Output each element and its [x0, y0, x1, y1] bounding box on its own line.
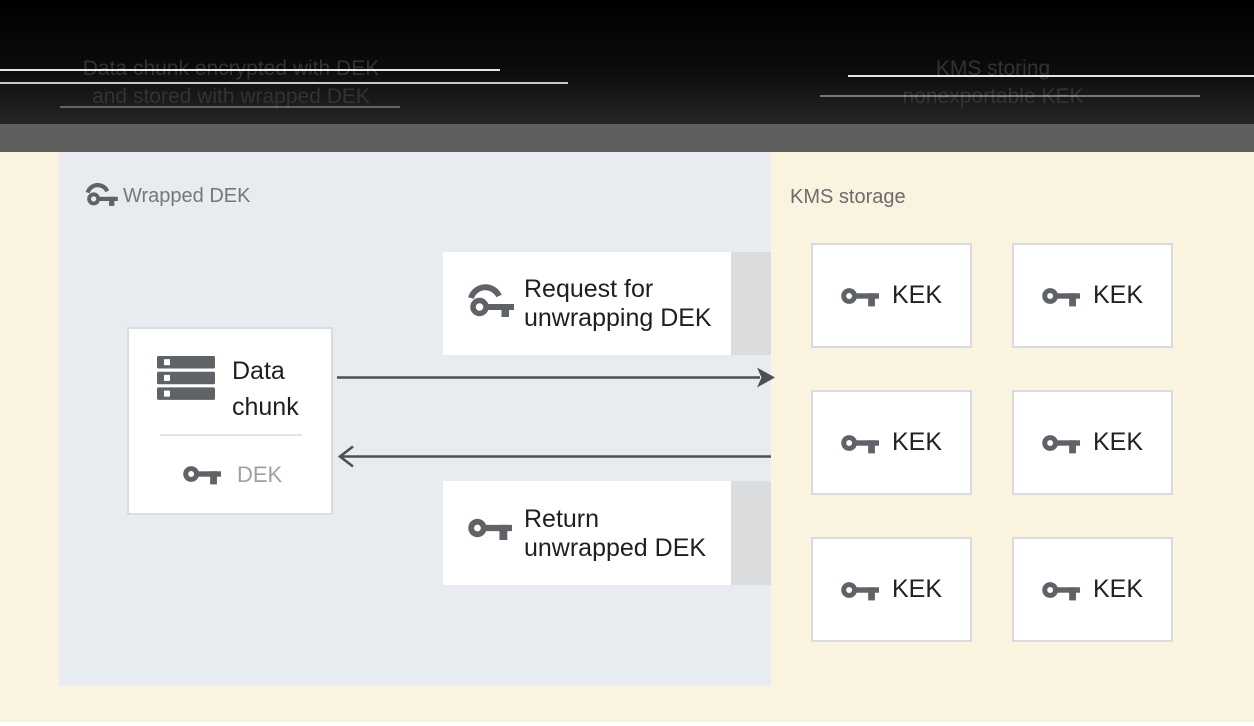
card-divider — [160, 434, 302, 436]
key-icon — [841, 285, 879, 307]
data-chunk-title: Data chunk — [232, 353, 299, 425]
return-card-line: Return — [524, 505, 600, 533]
kek-card: KEK — [811, 390, 972, 495]
caption-line: Data chunk encrypted with DEK — [82, 57, 380, 80]
request-card-line: Request for — [524, 275, 654, 303]
request-card-text: Request for unwrapping DEK — [524, 275, 712, 333]
request-unwrap-card: Request for unwrapping DEK — [443, 252, 731, 355]
caption-line: nonexportable KEK — [902, 85, 1084, 108]
data-chunk-card: Data chunk DEK — [127, 327, 333, 515]
return-card-line: unwrapped DEK — [524, 534, 707, 562]
artifact-line — [848, 75, 1254, 77]
header-bar: Data chunk encrypted with DEK and stored… — [0, 0, 1254, 124]
key-icon — [183, 463, 221, 485]
artifact-line — [820, 95, 1200, 97]
key-icon — [1042, 432, 1080, 454]
caption-data-chunk: Data chunk encrypted with DEK and stored… — [31, 55, 431, 111]
data-chunk-title-line: Data — [232, 357, 285, 385]
caption-line: and stored with wrapped DEK — [92, 85, 370, 108]
divider-bar — [0, 124, 1254, 152]
caption-line: KMS storing — [935, 57, 1051, 80]
kek-label: KEK — [891, 428, 943, 456]
bottom-edge-strip — [0, 722, 1254, 726]
artifact-line — [60, 106, 400, 108]
kek-card: KEK — [1012, 537, 1173, 642]
artifact-line — [0, 69, 500, 71]
data-chunk-title-line: chunk — [232, 393, 299, 421]
storage-icon — [157, 356, 215, 400]
key-icon — [1042, 579, 1080, 601]
kek-label: KEK — [891, 281, 943, 309]
return-card-side-tab — [731, 481, 771, 585]
kek-label: KEK — [1092, 428, 1144, 456]
caption-kms: KMS storing nonexportable KEK — [793, 55, 1193, 111]
kms-storage-label: KMS storage — [790, 186, 906, 208]
artifact-line — [0, 82, 568, 84]
key-icon — [468, 515, 512, 541]
return-card-text: Return unwrapped DEK — [524, 505, 706, 563]
key-icon — [1042, 285, 1080, 307]
wrapped-dek-panel: Wrapped DEK Data chunk DEK — [59, 152, 771, 686]
key-icon — [841, 579, 879, 601]
wrapped-key-icon — [466, 279, 514, 321]
kek-card: KEK — [1012, 390, 1173, 495]
request-card-side-tab — [731, 252, 771, 355]
kek-card: KEK — [811, 537, 972, 642]
request-card-line: unwrapping DEK — [524, 304, 712, 332]
key-icon — [841, 432, 879, 454]
return-unwrapped-card: Return unwrapped DEK — [443, 481, 731, 585]
kek-card: KEK — [1012, 243, 1173, 348]
kek-label: KEK — [1092, 575, 1144, 603]
kek-card: KEK — [811, 243, 972, 348]
kek-label: KEK — [891, 575, 943, 603]
kek-label: KEK — [1092, 281, 1144, 309]
dek-label: DEK — [237, 462, 283, 487]
wrapped-dek-label: Wrapped DEK — [123, 185, 251, 207]
wrapped-key-icon — [82, 180, 120, 208]
